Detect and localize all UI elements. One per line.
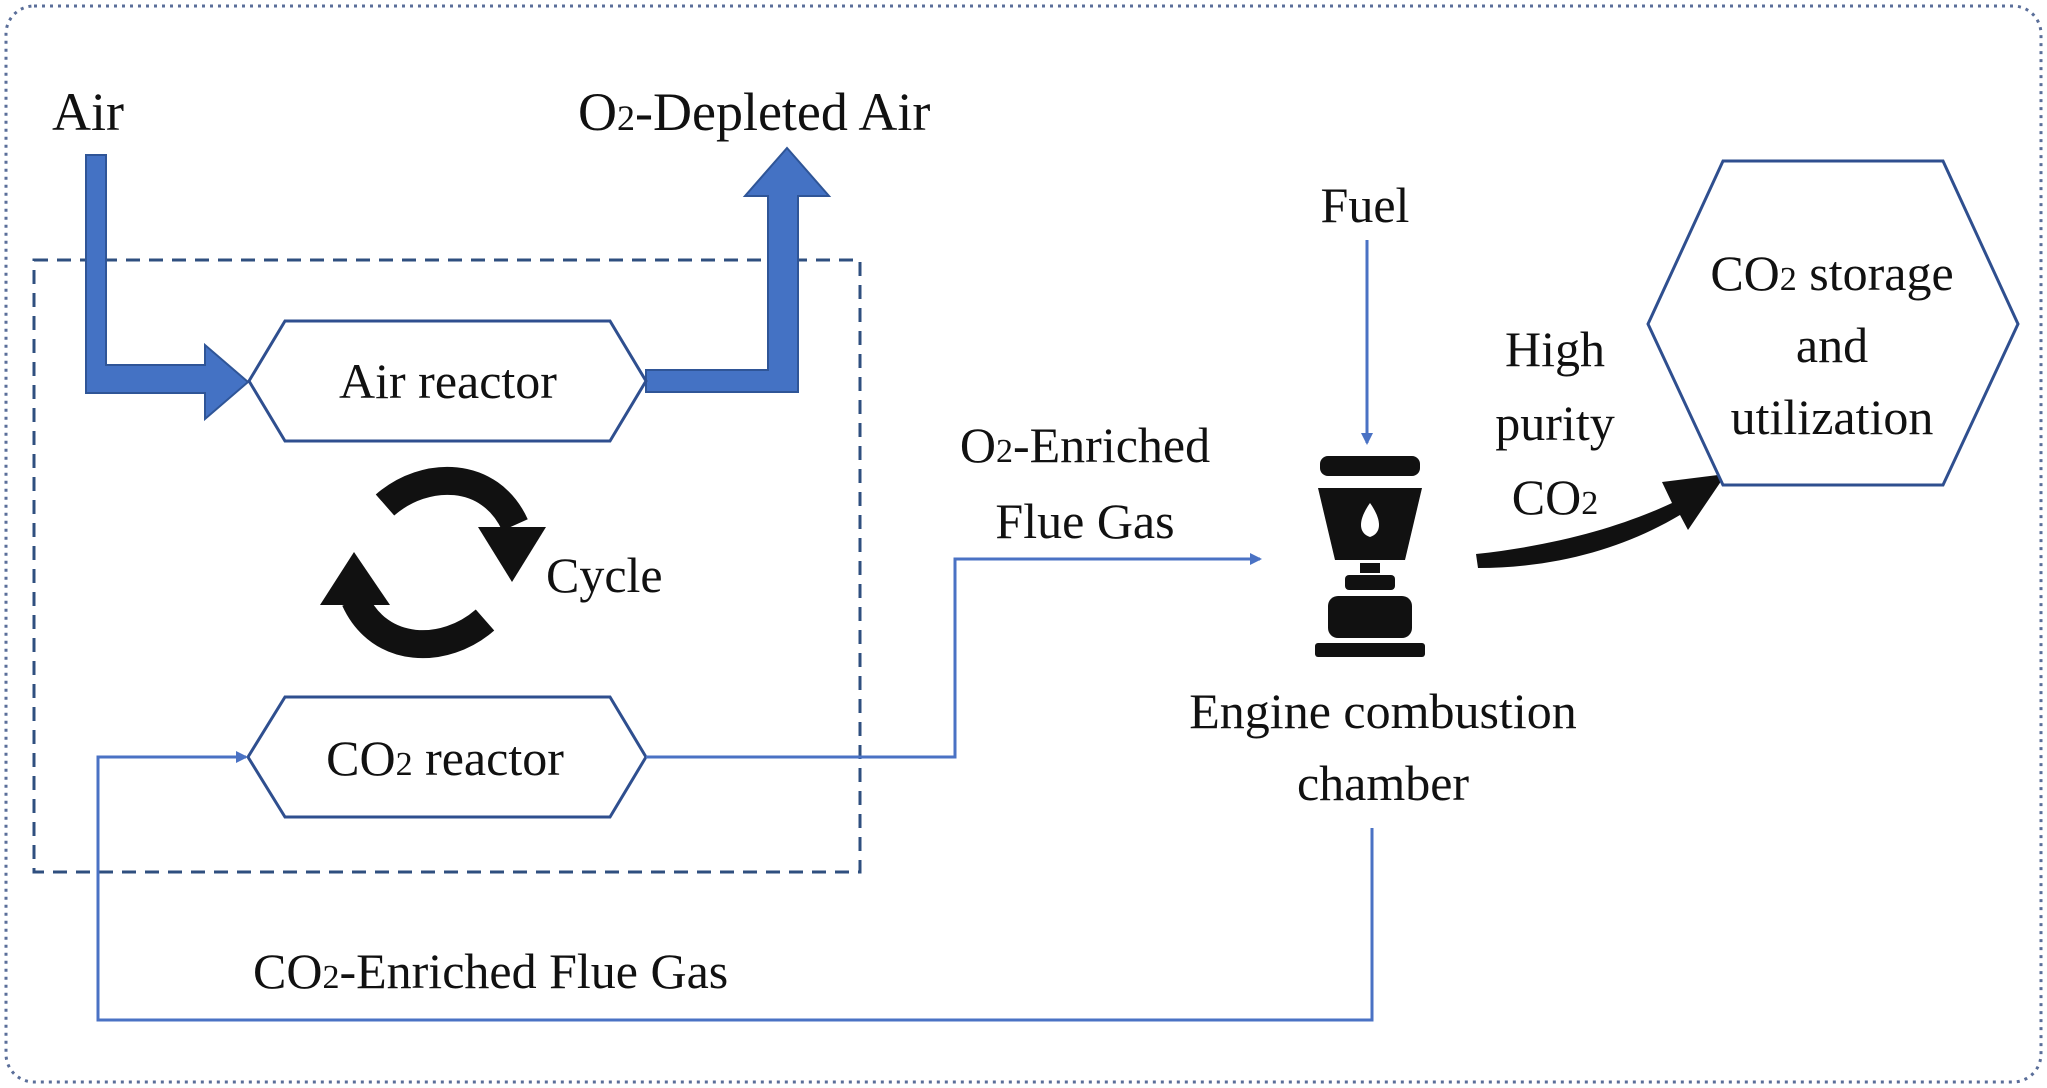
co2-reactor-text: reactor <box>413 730 565 786</box>
storage-co: CO <box>1710 245 1779 301</box>
depleted-air-outlet-arrow <box>645 146 832 393</box>
cycle-arrows-icon <box>320 466 546 659</box>
co2-enriched-subscript: 2 <box>322 959 339 996</box>
air-reactor-shape <box>247 319 648 443</box>
high-purity-subscript: 2 <box>1581 485 1598 522</box>
fuel-label: Fuel <box>1321 177 1410 233</box>
o2-enriched-o: O <box>960 417 996 473</box>
looping-system-box <box>32 258 862 874</box>
cycle-label: Cycle <box>546 547 663 603</box>
o2-enriched-text: -Enriched <box>1013 417 1210 473</box>
storage-label-2: and <box>1796 317 1868 373</box>
co2-reactor-co: CO <box>326 730 395 786</box>
high-purity-co: CO <box>1512 469 1581 525</box>
engine-label-2: chamber <box>1297 755 1469 811</box>
o2-flue-gas-line <box>646 553 1262 759</box>
o2-enriched-flue-gas-label-2: Flue Gas <box>995 493 1174 549</box>
storage-label-1: CO2 storage <box>1710 245 1953 301</box>
high-purity-label-1: High <box>1505 321 1605 377</box>
o2-enriched-subscript: 2 <box>996 433 1013 470</box>
o2-depleted-air-o: O <box>578 82 617 142</box>
co2-enriched-flue-gas-label: CO2-Enriched Flue Gas <box>253 943 728 999</box>
o2-enriched-flue-gas-label-1: O2-Enriched <box>960 417 1210 473</box>
co2-storage-shape <box>1646 159 2020 487</box>
storage-text: storage <box>1797 245 1954 301</box>
air-inlet-arrow <box>85 154 250 422</box>
o2-depleted-air-label: O2-Depleted Air <box>578 82 930 142</box>
storage-label-3: utilization <box>1731 389 1934 445</box>
high-purity-label-3: CO2 <box>1512 469 1598 525</box>
storage-subscript: 2 <box>1780 261 1797 298</box>
curved-arrow-icon <box>1476 474 1726 568</box>
co2-reactor-subscript: 2 <box>396 746 413 783</box>
o2-depleted-air-subscript: 2 <box>617 98 635 138</box>
air-reactor-label: Air reactor <box>339 353 557 409</box>
lantern-burner-icon <box>1315 456 1425 657</box>
co2-enriched-co: CO <box>253 943 322 999</box>
co2-reactor-label: CO2 reactor <box>326 730 564 786</box>
co2-flue-gas-recycle-line <box>96 751 1374 1022</box>
high-purity-label-2: purity <box>1495 395 1614 451</box>
co2-enriched-text: -Enriched Flue Gas <box>339 943 728 999</box>
o2-depleted-air-text: -Depleted Air <box>635 82 930 142</box>
engine-label-1: Engine combustion <box>1189 683 1576 739</box>
air-inlet-label: Air <box>52 82 124 142</box>
